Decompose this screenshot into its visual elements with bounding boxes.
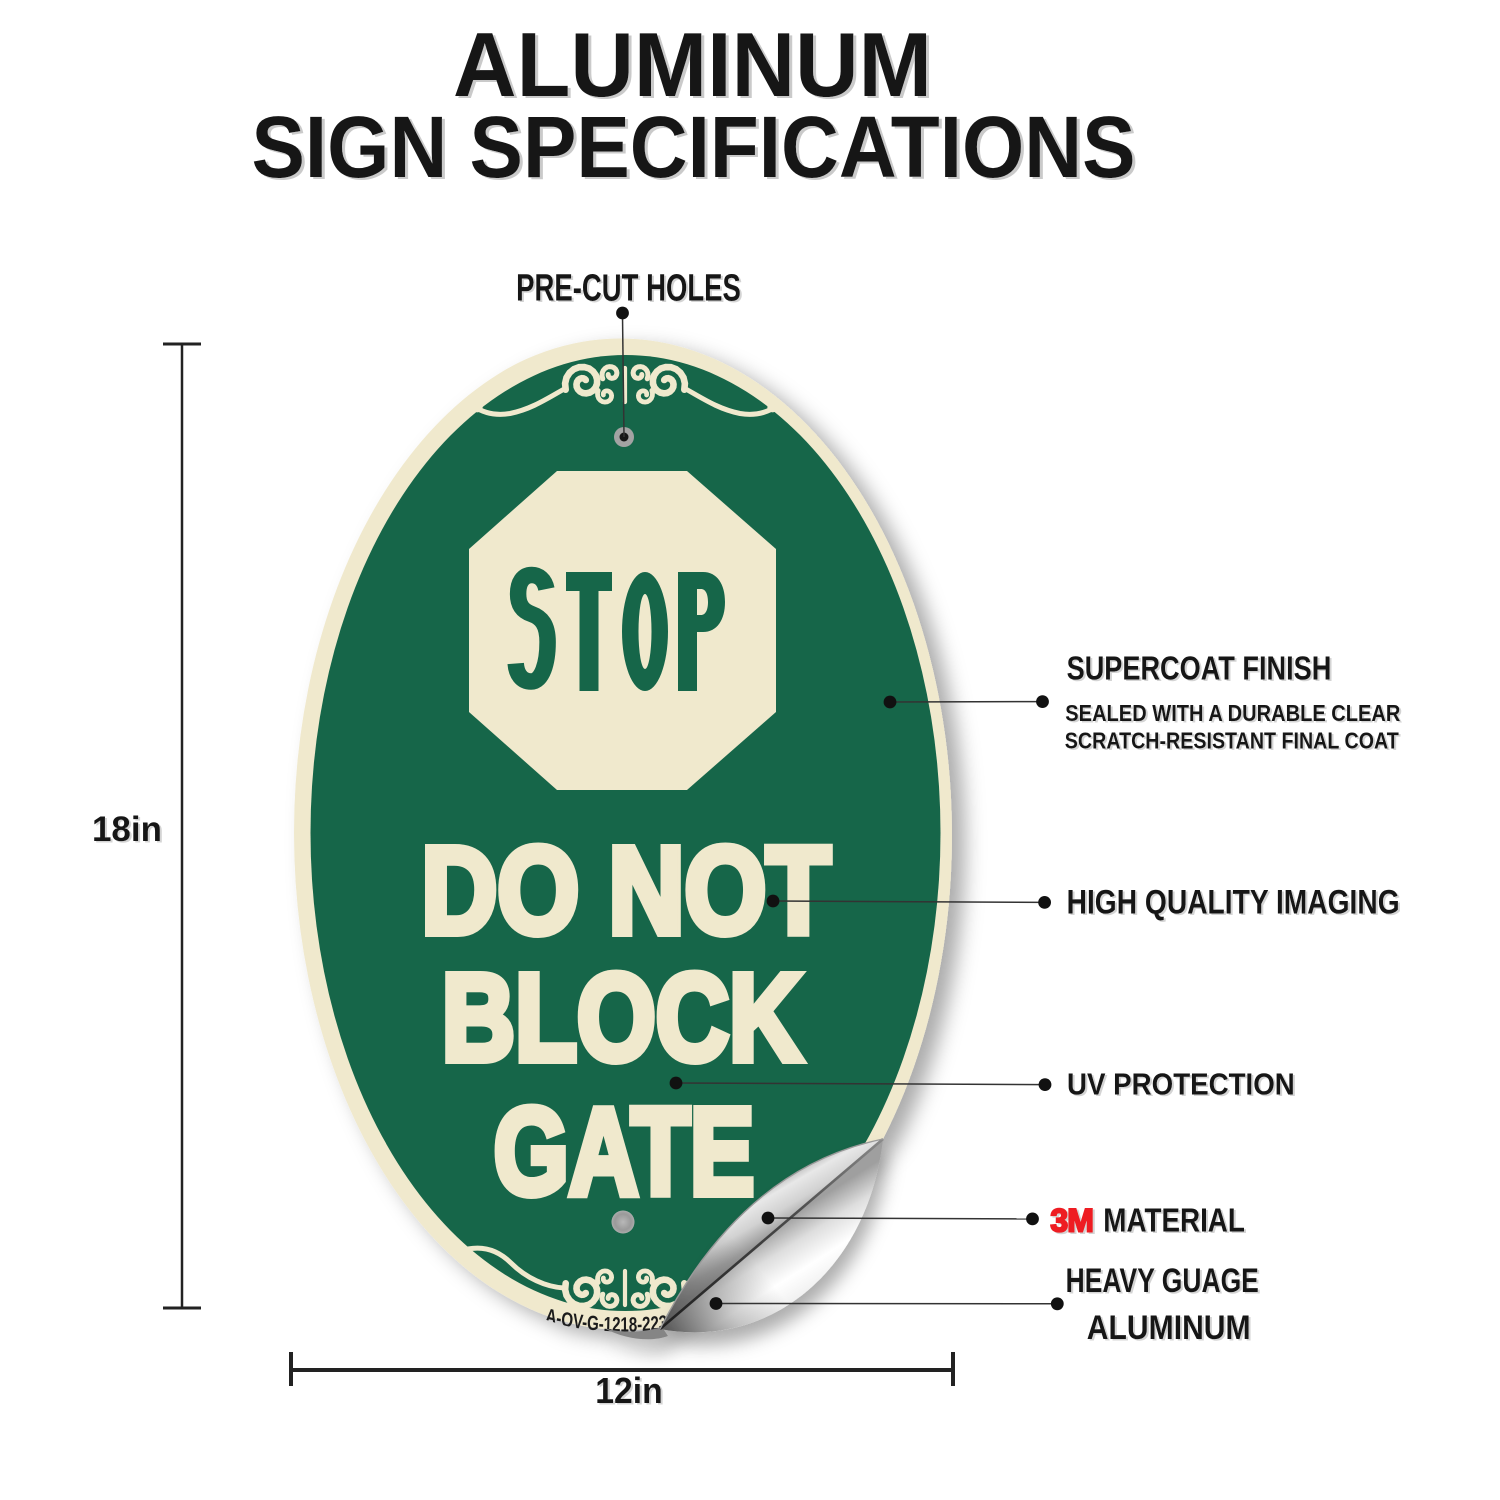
svg-text:12in: 12in	[595, 1371, 663, 1411]
svg-text:18in: 18in	[92, 810, 162, 849]
svg-text:SCRATCH-RESISTANT FINAL COAT: SCRATCH-RESISTANT FINAL COAT	[1065, 727, 1399, 754]
svg-text:PRE-CUT HOLES: PRE-CUT HOLES	[516, 266, 741, 308]
svg-text:ALUMINUM: ALUMINUM	[453, 14, 932, 116]
svg-text:SUPERCOAT FINISH: SUPERCOAT FINISH	[1067, 650, 1332, 687]
svg-text:GATE: GATE	[494, 1084, 754, 1221]
svg-text:BLOCK: BLOCK	[442, 949, 802, 1087]
svg-text:DO NOT: DO NOT	[421, 822, 830, 960]
svg-text:SIGN SPECIFICATIONS: SIGN SPECIFICATIONS	[252, 98, 1136, 196]
svg-text:UV PROTECTION: UV PROTECTION	[1067, 1069, 1295, 1102]
svg-text:HEAVY GUAGE: HEAVY GUAGE	[1066, 1261, 1259, 1300]
svg-text:HIGH QUALITY IMAGING: HIGH QUALITY IMAGING	[1067, 883, 1400, 921]
svg-text:ALUMINUM: ALUMINUM	[1087, 1308, 1251, 1346]
svg-text:3M: 3M	[1050, 1202, 1092, 1238]
svg-text:SEALED WITH A DURABLE CLEAR: SEALED WITH A DURABLE CLEAR	[1065, 701, 1401, 727]
svg-text:MATERIAL: MATERIAL	[1103, 1201, 1245, 1239]
